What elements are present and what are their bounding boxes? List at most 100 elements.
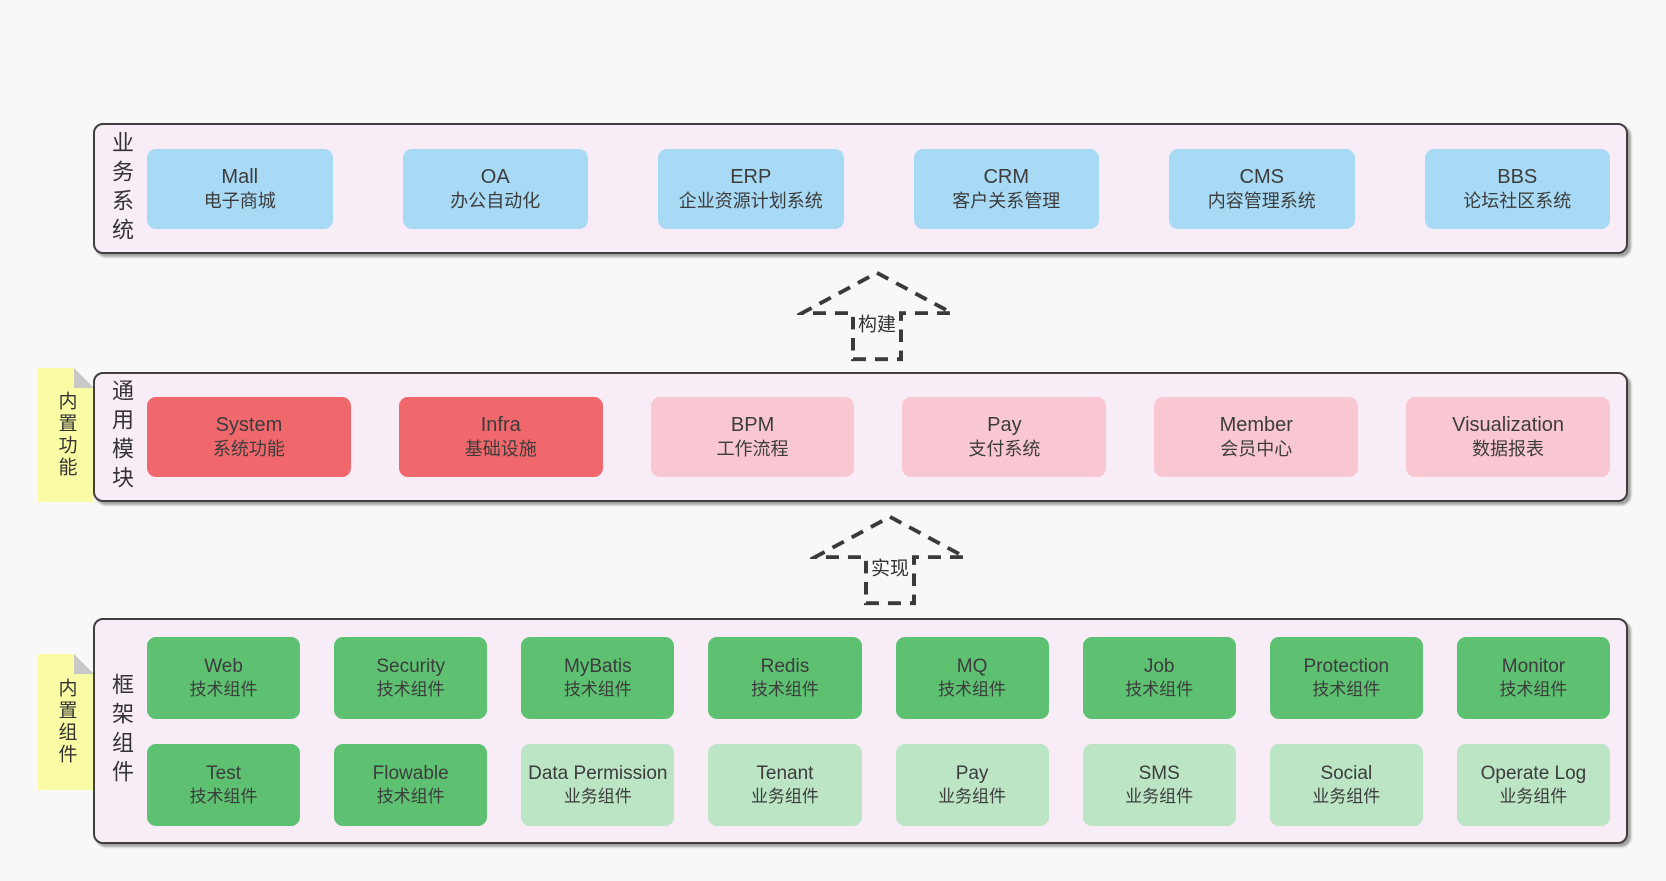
box-mall: Mall 电子商城 [147,148,333,229]
framework-boxes: Web 技术组件 Security 技术组件 MyBatis 技术组件 Redi… [147,636,1610,826]
box-data-permission: Data Permission 业务组件 [521,743,675,826]
box-name: Member [1219,414,1293,437]
box-name: SMS [1138,763,1180,784]
box-job: Job 技术组件 [1082,636,1236,719]
box-desc: 业务组件 [750,786,819,806]
box-oa: OA 办公自动化 [402,148,588,229]
up-arrow-icon [810,514,970,606]
box-name: System [215,414,283,437]
box-desc: 客户关系管理 [952,190,1061,211]
box-desc: 数据报表 [1472,439,1545,460]
box-monitor: Monitor 技术组件 [1456,636,1610,719]
layer-label: 框架组件 [109,673,134,789]
layer-label: 通用模块 [109,379,134,495]
box-protection: Protection 技术组件 [1269,636,1423,719]
box-name: CRM [983,165,1030,188]
box-desc: 业务组件 [1312,786,1381,806]
box-name: Data Permission [528,763,668,784]
box-desc: 企业资源计划系统 [678,190,823,211]
box-redis: Redis 技术组件 [708,636,862,719]
box-name: Web [204,656,243,677]
box-crm: CRM 客户关系管理 [913,148,1099,229]
sticky-note-label: 内置功能 [55,391,77,479]
box-desc: 技术组件 [938,679,1007,699]
box-bbs: BBS 论坛社区系统 [1424,148,1610,229]
box-desc: 技术组件 [376,679,445,699]
box-name: ERP [730,165,772,188]
box-web: Web 技术组件 [147,636,301,719]
box-mybatis: MyBatis 技术组件 [521,636,675,719]
box-name: Tenant [756,763,814,784]
box-name: Pay [955,763,989,784]
box-name: BBS [1497,165,1538,188]
box-cms: CMS 内容管理系统 [1169,148,1355,229]
box-name: Visualization [1452,414,1565,437]
box-desc: 系统功能 [212,439,285,460]
box-erp: ERP 企业资源计划系统 [658,148,844,229]
box-operate-log: Operate Log 业务组件 [1456,743,1610,826]
box-desc: 工作流程 [716,439,789,460]
box-name: Pay [987,414,1022,437]
layer-label-column: 业务系统 [95,125,147,252]
box-name: Protection [1303,656,1390,677]
box-desc: 技术组件 [189,679,258,699]
framework-row-2: Test 技术组件 Flowable 技术组件 Data Permission … [147,743,1610,826]
box-name: Redis [760,656,810,677]
box-security: Security 技术组件 [334,636,488,719]
box-test: Test 技术组件 [147,743,301,826]
business-boxes: Mall 电子商城 OA 办公自动化 ERP 企业资源计划系统 CRM 客户关系… [147,148,1610,229]
box-desc: 技术组件 [750,679,819,699]
folded-corner-icon [74,654,94,674]
box-name: BPM [730,414,775,437]
box-desc: 电子商城 [203,190,276,211]
box-name: Job [1143,656,1175,677]
box-pay-business: Pay 业务组件 [895,743,1049,826]
box-bpm: BPM 工作流程 [650,397,855,477]
box-sms: SMS 业务组件 [1082,743,1236,826]
box-system: System 系统功能 [147,397,351,477]
box-pay: Pay 支付系统 [902,397,1107,477]
box-desc: 技术组件 [1312,679,1381,699]
arrow-build: 构建 [797,268,957,364]
box-desc: 业务组件 [938,786,1007,806]
box-name: Monitor [1501,656,1566,677]
arrow-label: 实现 [867,553,913,581]
box-social: Social 业务组件 [1269,743,1423,826]
box-desc: 基础设施 [464,439,537,460]
box-desc: 技术组件 [563,679,632,699]
box-desc: 技术组件 [1499,679,1568,699]
sticky-note-label: 内置组件 [55,678,77,766]
box-flowable: Flowable 技术组件 [334,743,488,826]
layer-label: 业务系统 [109,130,134,247]
layer-label-column: 通用模块 [95,374,147,500]
box-name: MyBatis [564,656,632,677]
sticky-note-builtin-features: 内置功能 [38,368,94,502]
box-desc: 办公自动化 [450,190,541,211]
box-member: Member 会员中心 [1154,397,1359,477]
box-tenant: Tenant 业务组件 [708,743,862,826]
box-desc: 业务组件 [563,786,632,806]
framework-row-1: Web 技术组件 Security 技术组件 MyBatis 技术组件 Redi… [147,636,1610,719]
box-desc: 内容管理系统 [1207,190,1316,211]
layer-framework-components: 框架组件 Web 技术组件 Security 技术组件 MyBatis 技术组件… [93,618,1628,844]
box-name: Operate Log [1480,763,1587,784]
layer-label-column: 框架组件 [95,620,147,842]
layer-business-systems: 业务系统 Mall 电子商城 OA 办公自动化 ERP 企业资源计划系统 CRM… [93,123,1628,254]
box-infra: Infra 基础设施 [398,397,603,477]
up-arrow-icon [797,270,957,362]
box-desc: 业务组件 [1499,786,1568,806]
arrow-label: 构建 [854,309,900,337]
box-name: Test [206,763,241,784]
box-desc: 论坛社区系统 [1463,190,1572,211]
sticky-note-builtin-components: 内置组件 [38,654,94,790]
box-name: MQ [956,656,988,677]
box-name: Security [376,656,445,677]
box-desc: 业务组件 [1125,786,1194,806]
box-visualization: Visualization 数据报表 [1406,397,1610,477]
box-desc: 技术组件 [189,786,258,806]
box-name: Mall [221,165,259,188]
box-mq: MQ 技术组件 [895,636,1049,719]
layer-common-modules: 通用模块 System 系统功能 Infra 基础设施 BPM 工作流程 Pay… [93,372,1628,502]
box-name: Social [1320,763,1373,784]
